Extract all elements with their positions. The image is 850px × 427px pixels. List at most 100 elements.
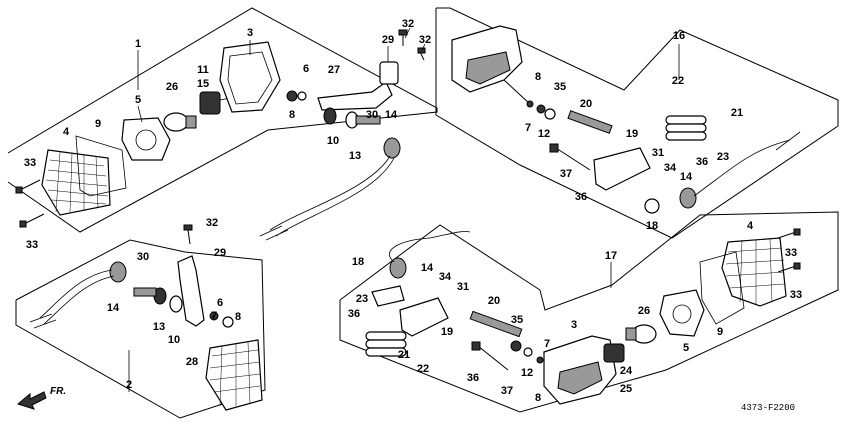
lamp-gasket-bottomright [699, 251, 745, 325]
bushing-bottomleft [133, 287, 183, 313]
bolt-37-topright [549, 143, 591, 171]
screws-33-topleft [15, 179, 45, 228]
callout-33: 33 [24, 157, 36, 169]
callout-28: 28 [186, 356, 198, 368]
callout-10: 10 [168, 334, 180, 346]
callout-labels: 1 3 4 5 9 11 15 26 6 8 27 29 32 32 30 14… [24, 18, 802, 404]
bolt-32-topleft [398, 29, 426, 61]
callout-36: 36 [575, 191, 587, 203]
callout-6: 6 [303, 63, 309, 75]
callout-7: 7 [211, 310, 217, 322]
callout-8: 8 [535, 392, 541, 404]
rubber-mounts-bottomright [365, 331, 407, 357]
callout-30: 30 [366, 109, 378, 121]
callout-21: 21 [398, 349, 410, 361]
callout-14: 14 [107, 302, 120, 314]
callout-16: 16 [673, 30, 685, 42]
bolt-32-bottomleft [183, 224, 193, 245]
group-outline-16 [435, 7, 839, 239]
bolt-37-bottomright [471, 341, 509, 371]
callout-15: 15 [197, 78, 209, 90]
callout-6: 6 [217, 297, 223, 309]
callout-5: 5 [135, 94, 141, 106]
nut-washer-bottomright [510, 340, 544, 364]
lamp-housing-topright [451, 25, 523, 93]
nut-washer-topright [536, 104, 556, 120]
nut-washer-topleft [286, 90, 307, 102]
callout-30: 30 [137, 251, 149, 263]
callout-36: 36 [348, 308, 360, 320]
callout-22: 22 [417, 363, 429, 375]
screws-33-bottomright [777, 228, 801, 273]
callout-31: 31 [457, 281, 469, 293]
callout-36: 36 [696, 156, 708, 168]
callout-35: 35 [554, 81, 566, 93]
callout-18: 18 [646, 220, 658, 232]
callout-31: 31 [652, 147, 664, 159]
lamp-housing-bottomright [543, 335, 617, 405]
bushing-shaft-topright [567, 110, 613, 134]
leader-lines [128, 27, 680, 392]
shaft-bottomright [469, 310, 523, 338]
rubber-mounts-topright [665, 115, 707, 141]
lamp-gasket-topleft [75, 135, 127, 197]
front-direction-arrow-icon [16, 391, 47, 410]
callout-14: 14 [680, 171, 693, 183]
callout-8: 8 [535, 71, 541, 83]
callout-26: 26 [638, 305, 650, 317]
wire-harness-bottomright [389, 231, 471, 263]
callout-32: 32 [206, 217, 218, 229]
callout-24: 24 [620, 365, 633, 377]
callout-8: 8 [235, 311, 241, 323]
callout-35: 35 [511, 314, 523, 326]
callout-14: 14 [385, 109, 398, 121]
callout-33: 33 [785, 247, 797, 259]
stay-arm-topleft [317, 61, 399, 111]
grommet-bottomright [371, 257, 407, 307]
callout-22: 22 [672, 75, 684, 87]
callout-12: 12 [538, 128, 550, 140]
callout-29: 29 [382, 34, 394, 46]
lamp-housing-topleft [219, 41, 281, 113]
callout-7: 7 [544, 338, 550, 350]
stay-arm-bottomleft [177, 255, 205, 327]
wire-harness-topright [693, 131, 801, 197]
bulb-topleft [163, 112, 197, 132]
callout-23: 23 [717, 151, 729, 163]
group-outline-17 [339, 211, 839, 413]
lamp-socket-bottomright [603, 343, 625, 363]
callout-37: 37 [560, 168, 572, 180]
callout-33: 33 [790, 289, 802, 301]
stay-topright [593, 147, 651, 191]
callout-23: 23 [356, 293, 368, 305]
callout-32: 32 [419, 34, 431, 46]
callout-13: 13 [153, 321, 165, 333]
callout-2: 2 [126, 379, 132, 391]
stay-bottomright [399, 297, 449, 337]
callout-1: 1 [135, 38, 141, 50]
lamp-lens-bottomleft [205, 339, 263, 411]
lamp-lens-topleft [41, 149, 111, 216]
grommet-topright [644, 187, 697, 214]
callout-8: 8 [289, 109, 295, 121]
nut-washer-bottomleft [209, 311, 234, 328]
callout-19: 19 [441, 326, 453, 338]
callout-9: 9 [95, 118, 101, 130]
grommet-bottomleft [109, 261, 127, 283]
callout-11: 11 [197, 64, 209, 76]
callout-32: 32 [402, 18, 414, 30]
group-outline-2 [15, 239, 266, 419]
callout-4: 4 [747, 220, 754, 232]
callout-37: 37 [501, 385, 513, 397]
group-outline-1 [7, 7, 438, 233]
callout-10: 10 [327, 135, 339, 147]
callout-20: 20 [488, 295, 500, 307]
wire-harness-topleft [259, 155, 395, 241]
callout-26: 26 [166, 81, 178, 93]
bulb-bottomright [625, 324, 657, 344]
callout-29: 29 [214, 247, 226, 259]
callout-34: 34 [439, 271, 452, 283]
lamp-socket-plate-topleft [121, 117, 171, 161]
